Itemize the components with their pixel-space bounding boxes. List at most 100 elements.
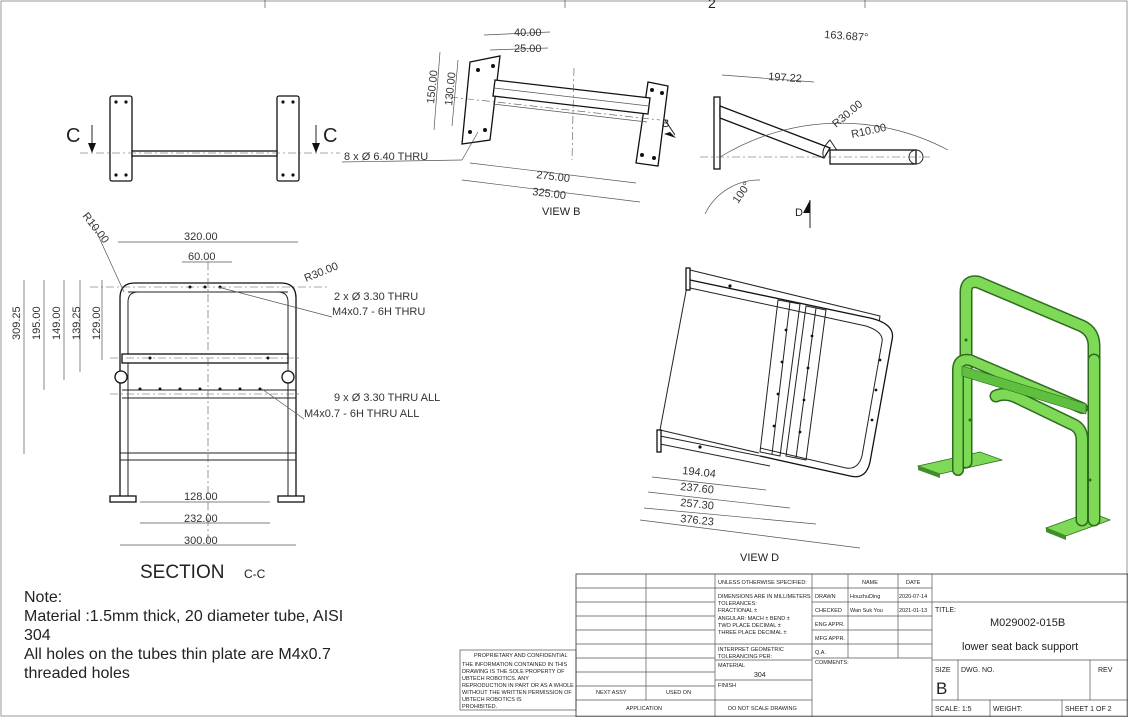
tb-checked-label: CHECKED — [815, 608, 842, 614]
tb-proprietary-line-3: UBTECH ROBOTICS. ANY — [462, 676, 529, 682]
dim-128: 128.00 — [184, 491, 218, 503]
section-label: SECTION — [140, 562, 224, 583]
tb-name-header: NAME — [862, 580, 878, 586]
tb-checked-date: 2021-01-13 — [899, 608, 927, 614]
tb-eng-appr: ENG APPR. — [815, 622, 845, 628]
tb-finish-label: FINISH — [718, 683, 736, 689]
tb-angular: ANGULAR: MACH ± BEND ± — [718, 616, 790, 622]
dim-149: 149.00 — [51, 306, 63, 340]
dim-195: 195.00 — [31, 306, 43, 340]
view-b-arrow-label: B — [662, 118, 669, 130]
dim-237: 237.60 — [680, 481, 715, 496]
dim-309: 309.25 — [11, 306, 23, 340]
dim-300: 300.00 — [184, 535, 218, 547]
tb-mfg-appr: MFG APPR. — [815, 636, 845, 642]
view-b-label: VIEW B — [542, 206, 581, 218]
dim-40: 40.00 — [514, 27, 542, 39]
tb-material-label: MATERIAL — [718, 663, 745, 669]
dim-320: 320.00 — [184, 231, 218, 243]
tb-unless: UNLESS OTHERWISE SPECIFIED: — [718, 580, 807, 586]
dim-376: 376.23 — [680, 513, 715, 528]
view-d: 194.04 237.60 257.30 376.23 VIEW D — [639, 267, 894, 564]
front-view: C C — [66, 95, 340, 182]
callout-2-line-1: 9 x Ø 3.30 THRU ALL — [334, 392, 440, 404]
tb-size-value: B — [936, 679, 947, 698]
tb-drawn-name: HouzhuDing — [850, 594, 880, 600]
iso-render — [916, 275, 1112, 540]
section-letter-right: C — [323, 125, 337, 147]
dim-232: 232.00 — [184, 513, 218, 525]
tb-used-on: USED ON — [666, 690, 691, 696]
view-b: B 40.00 25.00 150.00 130.00 275.00 325.0… — [341, 27, 676, 218]
dim-194: 194.04 — [682, 465, 717, 480]
tb-material-value: 304 — [754, 672, 766, 679]
tb-tolerances: TOLERANCES: — [718, 601, 757, 607]
section-letter-left: C — [66, 125, 80, 147]
zone-number: 2 — [708, 0, 716, 11]
dim-257: 257.30 — [680, 497, 715, 512]
tb-dims-mm: DIMENSIONS ARE IN MILLIMETERS — [718, 594, 811, 600]
tb-comments: COMMENTS: — [815, 660, 849, 666]
tb-proprietary-line-5: WITHOUT THE WRITTEN PERMISSION OF — [462, 690, 572, 696]
drawing-notes: Note: Material :1.5mm thick, 20 diameter… — [24, 588, 444, 683]
view-d-label: VIEW D — [740, 552, 779, 564]
note-line-1: Note: — [24, 589, 63, 606]
tb-qa: Q.A. — [815, 650, 826, 656]
tb-tolerancing: TOLERANCING PER: — [718, 654, 772, 660]
dim-197: 197.22 — [768, 71, 802, 85]
tb-three-place: THREE PLACE DECIMAL ± — [718, 630, 787, 636]
tb-proprietary-line-4: REPRODUCTION IN PART OR AS A WHOLE — [462, 683, 574, 689]
dim-r30: R30.00 — [830, 98, 865, 130]
callout-1-line-1: 2 x Ø 3.30 THRU — [334, 291, 418, 303]
dim-angle-100: 100° — [731, 180, 754, 206]
note-line-5: threaded holes — [24, 665, 130, 682]
tb-interpret: INTERPRET GEOMETRIC — [718, 647, 784, 653]
tb-two-place: TWO PLACE DECIMAL ± — [718, 623, 781, 629]
tb-title-label: TITLE: — [935, 607, 956, 614]
side-view: 163.687° 197.22 R30.00 R10.00 100° D — [700, 29, 949, 228]
tb-rev-label: REV — [1098, 667, 1113, 674]
tb-sheet: SHEET 1 OF 2 — [1065, 706, 1112, 713]
note-line-3: 304 — [24, 627, 51, 644]
note-line-4: All holes on the tubes thin plate are M4… — [24, 646, 331, 663]
tb-application: APPLICATION — [626, 706, 662, 712]
tb-proprietary-title: PROPRIETARY AND CONFIDENTIAL — [474, 653, 568, 659]
section-label-suffix: C-C — [244, 567, 266, 581]
tb-scale: SCALE: 1:5 — [935, 706, 972, 713]
tb-drawn-label: DRAWN — [815, 594, 836, 600]
dim-r10: R10.00 — [850, 122, 887, 141]
dim-angle-163: 163.687° — [824, 29, 869, 44]
tb-weight: WEIGHT: — [993, 706, 1022, 713]
dim-139: 139.25 — [71, 306, 83, 340]
tb-drawn-date: 2020-07-14 — [899, 594, 927, 600]
tb-dwg-no-label: DWG. NO. — [961, 667, 994, 674]
tb-size-label: SIZE — [935, 667, 951, 674]
tb-fractional: FRACTIONAL ± — [718, 608, 757, 614]
tb-proprietary-line-2: DRAWING IS THE SOLE PROPERTY OF — [462, 669, 565, 675]
tb-part-name: lower seat back support — [962, 641, 1078, 653]
callout-1-line-2: M4x0.7 - 6H THRU — [332, 306, 425, 318]
dim-275: 275.00 — [536, 169, 571, 185]
dim-60: 60.00 — [188, 251, 216, 263]
hole-callout-view-b: 8 x Ø 6.40 THRU — [344, 151, 428, 163]
dim-25: 25.00 — [514, 43, 542, 55]
tb-checked-name: Wan Suk You — [850, 608, 883, 614]
radius-right: R30.00 — [303, 260, 340, 284]
tb-proprietary-line-6: UBTECH ROBOTICS IS — [462, 697, 522, 703]
tb-proprietary-line-1: THE INFORMATION CONTAINED IN THIS — [462, 662, 567, 668]
tb-part-number: M029002-015B — [990, 617, 1065, 629]
dim-129: 129.00 — [91, 306, 103, 340]
tb-do-not-scale: DO NOT SCALE DRAWING — [728, 706, 797, 712]
tb-date-header: DATE — [906, 580, 921, 586]
view-d-arrow-label: D — [795, 207, 803, 219]
radius-left: R10.00 — [80, 210, 111, 245]
dim-325: 325.00 — [532, 186, 567, 202]
tb-next-assy: NEXT ASSY — [596, 690, 627, 696]
note-line-2: Material :1.5mm thick, 20 diameter tube,… — [24, 608, 344, 625]
title-block: UNLESS OTHERWISE SPECIFIED: DIMENSIONS A… — [459, 573, 1128, 717]
callout-2-line-2: M4x0.7 - 6H THRU ALL — [304, 408, 419, 420]
section-cc: 320.00 60.00 R10.00 R30.00 309.25 195.00… — [11, 210, 440, 583]
tb-proprietary-line-7: PROHIBITED. — [462, 704, 498, 710]
